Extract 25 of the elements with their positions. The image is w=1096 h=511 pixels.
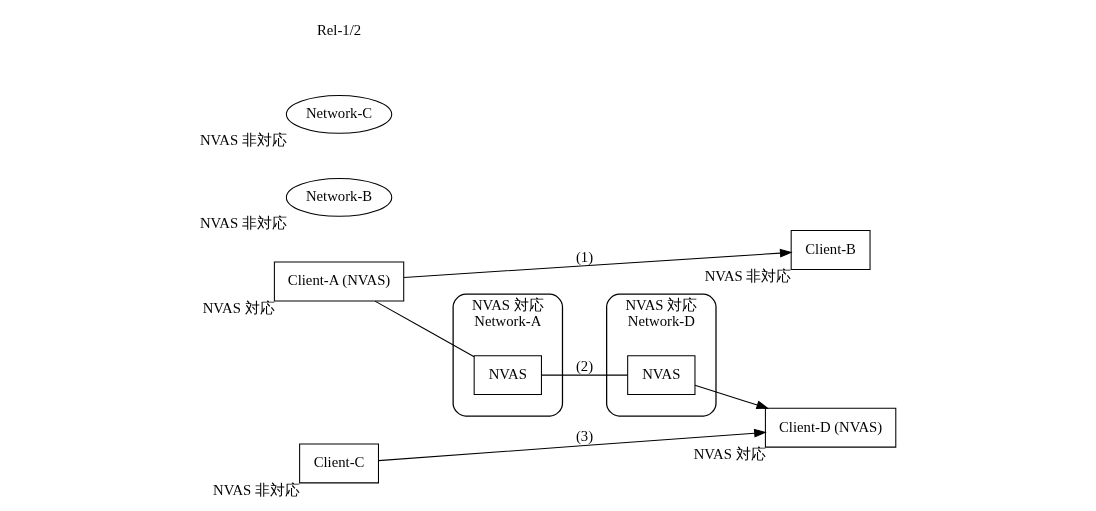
arrow <box>403 248 793 278</box>
node-label: NVAS 非対応 <box>704 268 792 285</box>
node-label: NVAS 非対応 <box>199 215 287 232</box>
label: Rel-1/2 <box>316 22 362 39</box>
edge-label: (3) <box>575 427 594 444</box>
node-box: NVAS <box>627 355 696 396</box>
node-label: NVAS 非対応 <box>199 132 287 149</box>
connector <box>374 300 475 358</box>
edge-label: (2) <box>575 358 594 375</box>
node-ellipse: Network-B <box>285 177 393 217</box>
node-box: NVAS <box>473 355 542 396</box>
arrow <box>694 384 770 410</box>
node-ellipse: Network-C <box>285 94 393 134</box>
node-label: NVAS 対応 <box>625 297 698 314</box>
arrow <box>377 428 767 462</box>
node-label: NVAS 対応 <box>471 297 544 314</box>
edge-label: (1) <box>575 248 594 265</box>
node-box: Client-A (NVAS) <box>273 261 405 302</box>
connector <box>541 374 628 376</box>
node-box: Client-B <box>790 230 871 270</box>
node-box: Client-D (NVAS) <box>764 407 897 448</box>
node-label: NVAS 非対応 <box>213 481 300 498</box>
node-box: Client-C <box>299 443 379 484</box>
node-label: NVAS 対応 <box>202 299 275 316</box>
node-label: NVAS 対応 <box>693 445 766 462</box>
